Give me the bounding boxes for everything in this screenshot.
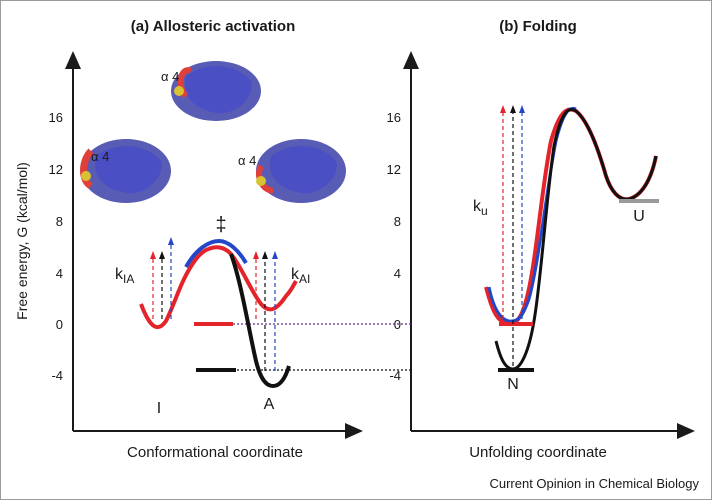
panel-b-title: (b) Folding bbox=[499, 18, 576, 35]
alpha4-label-top: α 4 bbox=[161, 69, 179, 84]
panel-a-y-arrowhead bbox=[65, 51, 81, 69]
panel-b-y-arrowhead bbox=[403, 51, 419, 69]
panel-b-x-label: Unfolding coordinate bbox=[469, 444, 607, 461]
transition-state-symbol: ‡ bbox=[215, 214, 226, 236]
protein-structure-top bbox=[171, 61, 261, 121]
panel-b-axes bbox=[403, 51, 695, 439]
panel-b-curve-blue bbox=[487, 106, 577, 323]
alpha4-label-left: α 4 bbox=[91, 149, 109, 164]
label-kia: kIA bbox=[115, 266, 134, 286]
protein-structures: α 4 α 4 α 4 bbox=[80, 61, 346, 203]
panel-a-curve-black bbox=[229, 253, 291, 389]
tick-b-4: 4 bbox=[394, 266, 401, 281]
tick-a-4: 4 bbox=[56, 266, 63, 281]
protein-structure-left bbox=[80, 139, 171, 203]
source-credit: Current Opinion in Chemical Biology bbox=[489, 476, 699, 491]
tick-a-0: 0 bbox=[56, 317, 63, 332]
tick-a-16: 16 bbox=[49, 110, 63, 125]
tick-a-neg4: -4 bbox=[51, 368, 63, 383]
tick-b-8: 8 bbox=[394, 214, 401, 229]
panel-a-curve-red bbox=[139, 245, 298, 330]
tick-b-16: 16 bbox=[387, 110, 401, 125]
panel-b-x-arrowhead bbox=[677, 423, 695, 439]
state-label-A: A bbox=[264, 396, 275, 413]
label-ku: ku bbox=[473, 198, 488, 218]
panel-b-rate-arrows bbox=[500, 105, 525, 366]
state-label-U: U bbox=[633, 208, 645, 225]
panel-a-x-arrowhead bbox=[345, 423, 363, 439]
panel-a-rate-arrows bbox=[150, 237, 278, 371]
label-kai: kAI bbox=[291, 266, 310, 286]
tick-b-neg4: -4 bbox=[389, 368, 401, 383]
panel-b-curve-red bbox=[484, 107, 658, 326]
panel-a-axes bbox=[65, 51, 363, 439]
panel-a-title: (a) Allosteric activation bbox=[131, 18, 296, 35]
protein-structure-right bbox=[256, 139, 346, 203]
tick-a-12: 12 bbox=[49, 162, 63, 177]
tick-a-8: 8 bbox=[56, 214, 63, 229]
panel-a-tick-labels: 16 12 8 4 0 -4 bbox=[49, 110, 63, 383]
panel-b-tick-labels: 16 12 8 4 0 -4 bbox=[387, 110, 401, 383]
alpha4-label-right: α 4 bbox=[238, 153, 256, 168]
state-label-N: N bbox=[507, 376, 519, 393]
y-axis-label: Free energy, G (kcal/mol) bbox=[14, 162, 30, 320]
tick-b-12: 12 bbox=[387, 162, 401, 177]
panel-a-x-label: Conformational coordinate bbox=[127, 444, 303, 461]
state-label-I: I bbox=[157, 400, 161, 417]
panel-b-curve-black bbox=[494, 108, 658, 371]
panel-a-curve-blue bbox=[184, 238, 248, 268]
